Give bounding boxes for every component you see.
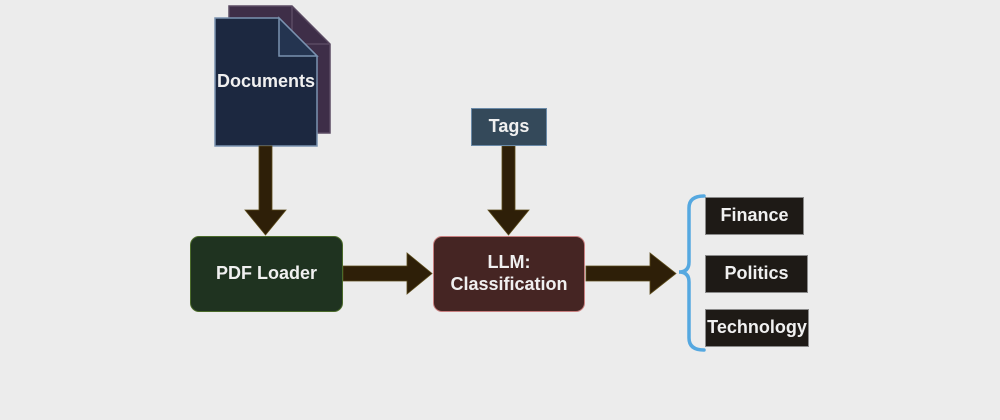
llm-label-line1: LLM:: [487, 252, 531, 273]
tags-label: Tags: [488, 116, 530, 137]
arrow-tags-to-llm: [487, 145, 530, 236]
category-finance: Finance: [705, 197, 804, 235]
category-brace: [678, 194, 706, 352]
document-front-fold: [278, 16, 319, 57]
llm-label-line2: Classification: [450, 274, 568, 294]
category-label: Politics: [724, 263, 789, 284]
llm-label: LLM: Classification: [434, 237, 584, 311]
llm-classification-node: LLM: Classification: [433, 236, 585, 312]
pdf-loader-label: PDF Loader: [215, 263, 317, 284]
arrow-pdf-loader-to-llm: [342, 252, 433, 295]
tags-node: Tags: [471, 108, 547, 146]
category-label: Technology: [707, 317, 807, 338]
category-technology: Technology: [705, 309, 809, 347]
pdf-loader-node: PDF Loader: [190, 236, 343, 312]
arrow-llm-to-categories: [585, 252, 677, 295]
arrow-documents-to-pdf-loader: [244, 145, 287, 236]
documents-label: Documents: [216, 71, 315, 92]
category-label: Finance: [720, 205, 789, 226]
category-politics: Politics: [705, 255, 808, 293]
